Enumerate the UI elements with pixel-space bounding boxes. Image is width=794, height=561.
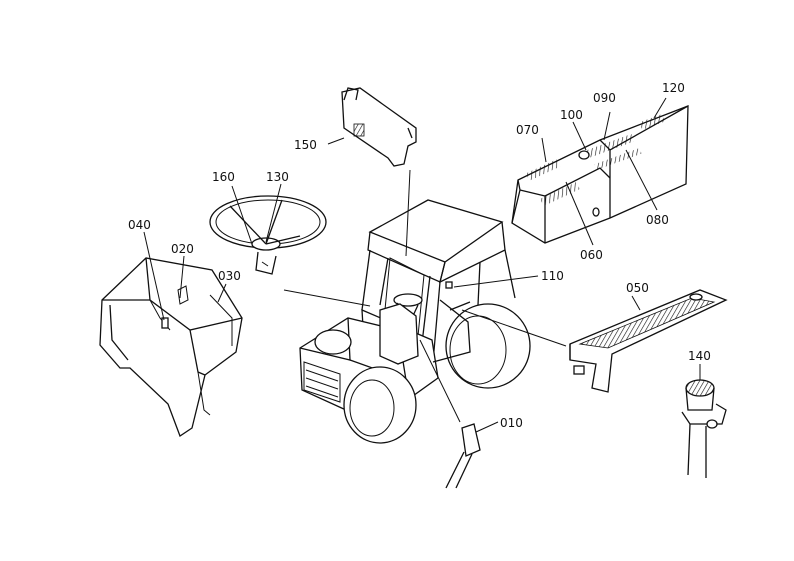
callout-090: 090 <box>593 91 616 105</box>
dash-panel-illustration <box>511 105 689 244</box>
knob-140-illustration <box>681 379 727 478</box>
callout-080: 080 <box>646 213 669 227</box>
callout-030: 030 <box>218 269 241 283</box>
callout-010: 010 <box>500 416 523 430</box>
callout-110: 110 <box>541 269 564 283</box>
callout-130: 130 <box>266 170 289 184</box>
callout-050: 050 <box>626 281 649 295</box>
callout-120: 120 <box>662 81 685 95</box>
panel-150-illustration <box>341 87 417 167</box>
callout-100: 100 <box>560 108 583 122</box>
steering-wheel-illustration <box>209 195 327 275</box>
floor-mat-illustration <box>569 289 728 393</box>
callout-020: 020 <box>171 242 194 256</box>
callout-060: 060 <box>580 248 603 262</box>
callout-labels: 150 160 130 040 020 030 070 100 090 120 … <box>128 81 711 430</box>
callout-150: 150 <box>294 138 317 152</box>
callout-160: 160 <box>212 170 235 184</box>
lever-010-illustration <box>445 423 481 489</box>
fender-illustration <box>99 257 243 437</box>
callout-140: 140 <box>688 349 711 363</box>
leader-lines <box>143 97 701 433</box>
callout-040: 040 <box>128 218 151 232</box>
tractor-illustration <box>299 199 531 444</box>
callout-070: 070 <box>516 123 539 137</box>
